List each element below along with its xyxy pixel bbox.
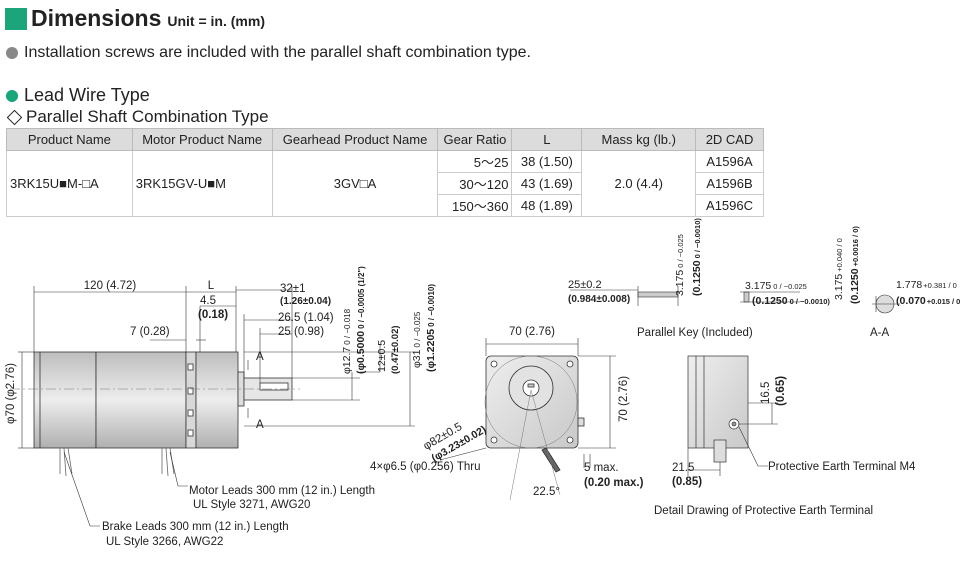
cell-gear-ratio: 150～360 xyxy=(437,194,513,217)
section-marker xyxy=(5,8,27,30)
brake-leads-label: Brake Leads 300 mm (12 in.) Length xyxy=(102,521,289,533)
section-heading: Lead Wire Type xyxy=(6,85,150,106)
install-note: Installation screws are included with th… xyxy=(6,44,531,62)
dim-diameter: φ70 (φ2.76) xyxy=(5,363,17,424)
unit-label: Unit = in. (mm) xyxy=(167,13,265,29)
cell-mass: 2.0 (4.4) xyxy=(581,150,697,217)
lead-angle: 22.5° xyxy=(533,486,560,498)
mounting-holes-label: 4×φ6.5 (φ0.256) Thru xyxy=(370,461,481,473)
dim-terminal-protrusion: 5 max. xyxy=(584,462,619,474)
cell-l: 43 (1.69) xyxy=(511,172,583,195)
cell-gear-ratio: 30～120 xyxy=(437,172,513,195)
shaft-labels: φ12.70 / −0.018 (φ0.50000 / −0.0005 (1/2… xyxy=(341,266,437,374)
spec-table: Product Name Motor Product Name Gearhead… xyxy=(6,128,764,217)
dim-shaft-length: 32±1 xyxy=(280,283,306,295)
dim-shaft-length-in: (1.26±0.04) xyxy=(280,296,331,307)
cell-gearhead-product-name: 3GV□A xyxy=(271,150,439,217)
col-product-name: Product Name xyxy=(6,128,133,151)
motor-leads-label: Motor Leads 300 mm (12 in.) Length xyxy=(189,485,375,497)
pe-terminal-labels: 16.5 (0.65) 21.5 (0.85) Protective Earth… xyxy=(654,376,916,517)
dim-key-length: 25 (0.98) xyxy=(278,326,324,338)
pilot-diameter-in: (φ1.22050 / −0.0010) xyxy=(425,284,437,372)
pilot-diameter: φ310 / −0.025 xyxy=(411,311,423,368)
shaft-diameter: φ12.70 / −0.018 xyxy=(341,308,353,374)
shaft-step-length-in: (0.47±0.02) xyxy=(390,325,401,374)
parallel-key-labels: 25±0.2 (0.984±0.008) 3.1750 / −0.025 (0.… xyxy=(568,218,960,339)
cell-l: 48 (1.89) xyxy=(511,194,583,217)
cell-product-name: 3RK15U■M-□A xyxy=(6,150,133,217)
col-motor-product-name: Motor Product Name xyxy=(131,128,273,151)
section-subheading: Parallel Shaft Combination Type xyxy=(6,107,269,127)
pe-terminal-detail xyxy=(687,355,778,476)
table-header-row: Product Name Motor Product Name Gearhead… xyxy=(6,128,764,151)
dim-flange: 4.5 xyxy=(200,295,216,307)
motor-leads-spec: UL Style 3271, AWG20 xyxy=(193,499,310,511)
shaft-step-length: 12±0.5 xyxy=(376,340,388,372)
key-height-in: (0.12500 / −0.0010) xyxy=(691,218,703,296)
bullet-icon xyxy=(6,89,18,102)
col-gearhead-product-name: Gearhead Product Name xyxy=(271,128,439,151)
side-view-labels: 120 (4.72) L 4.5 (0.18) 32±1 (1.26±0.04)… xyxy=(5,280,375,548)
cell-gear-ratio: 5～25 xyxy=(437,150,513,173)
dim-terminal-protrusion-in: (0.20 max.) xyxy=(584,477,644,489)
detail-caption: Detail Drawing of Protective Earth Termi… xyxy=(654,505,873,517)
section-aa-label: A-A xyxy=(870,327,890,339)
table-row: 30～120 43 (1.69) A1596B xyxy=(7,172,764,195)
dim-terminal-offset-in: (0.85) xyxy=(672,476,702,488)
key-height: 3.1750 / −0.025 xyxy=(674,234,686,296)
dim-length: 120 (4.72) xyxy=(84,280,137,292)
dim-width: 70 (2.76) xyxy=(509,326,555,338)
table-row: 3RK15U■M-□A 3RK15GV-U■M 3GV□A 5～25 38 (1… xyxy=(6,150,764,217)
bullet-icon xyxy=(6,47,18,59)
motor-front-view xyxy=(484,338,585,501)
section-mark-a: A xyxy=(256,351,264,363)
col-2d-cad: 2D CAD xyxy=(695,128,764,151)
dim-shaft-step: 26.5 (1.04) xyxy=(278,312,334,324)
motor-side-view xyxy=(10,351,300,477)
dim-height: 70 (2.76) xyxy=(618,376,630,422)
col-mass: Mass kg (lb.) xyxy=(581,128,697,151)
parallel-key-caption: Parallel Key (Included) xyxy=(637,327,753,339)
dim-terminal-height: 16.5 xyxy=(760,382,772,404)
key-length-in: (0.984±0.008) xyxy=(568,294,630,305)
shaft-diameter-in: (φ0.50000 / −0.0005 (1/2") xyxy=(355,266,367,374)
pe-terminal-label: Protective Earth Terminal M4 xyxy=(768,461,916,473)
section-depth: 1.778+0.381 / 0 xyxy=(896,279,957,291)
cell-cad-link[interactable]: A1596C xyxy=(695,194,764,217)
section-depth-in: (0.070+0.015 / 0) xyxy=(896,295,960,307)
section-height: 3.175+0.040 / 0 xyxy=(833,238,845,300)
title-text: Dimensions xyxy=(31,5,162,31)
dim-l: L xyxy=(208,280,215,292)
section-height-in: (0.1250+0.0016 / 0) xyxy=(849,226,861,304)
front-view-dim-lines xyxy=(439,355,616,468)
table-row: 150～360 48 (1.89) A1596C xyxy=(7,194,764,217)
col-gear-ratio: Gear Ratio xyxy=(437,128,513,151)
col-l: L xyxy=(511,128,583,151)
page-title: Dimensions Unit = in. (mm) xyxy=(31,5,265,32)
section-mark-a: A xyxy=(256,419,264,431)
dimension-lines xyxy=(18,286,415,527)
dim-pilot: 7 (0.28) xyxy=(130,326,170,338)
cell-motor-product-name: 3RK15GV-U■M xyxy=(131,150,273,217)
cell-cad-link[interactable]: A1596B xyxy=(695,172,764,195)
install-note-text: Installation screws are included with th… xyxy=(24,44,531,61)
cell-l: 38 (1.50) xyxy=(511,150,583,173)
section-subtitle: Parallel Shaft Combination Type xyxy=(26,107,269,126)
dim-terminal-height-in: (0.65) xyxy=(775,376,787,406)
dim-flange-in: (0.18) xyxy=(198,309,228,321)
section-title: Lead Wire Type xyxy=(24,85,150,105)
parallel-key-drawing xyxy=(570,286,900,314)
key-length: 25±0.2 xyxy=(568,279,602,291)
dim-terminal-offset: 21.5 xyxy=(672,462,694,474)
brake-leads-spec: UL Style 3266, AWG22 xyxy=(106,536,223,548)
